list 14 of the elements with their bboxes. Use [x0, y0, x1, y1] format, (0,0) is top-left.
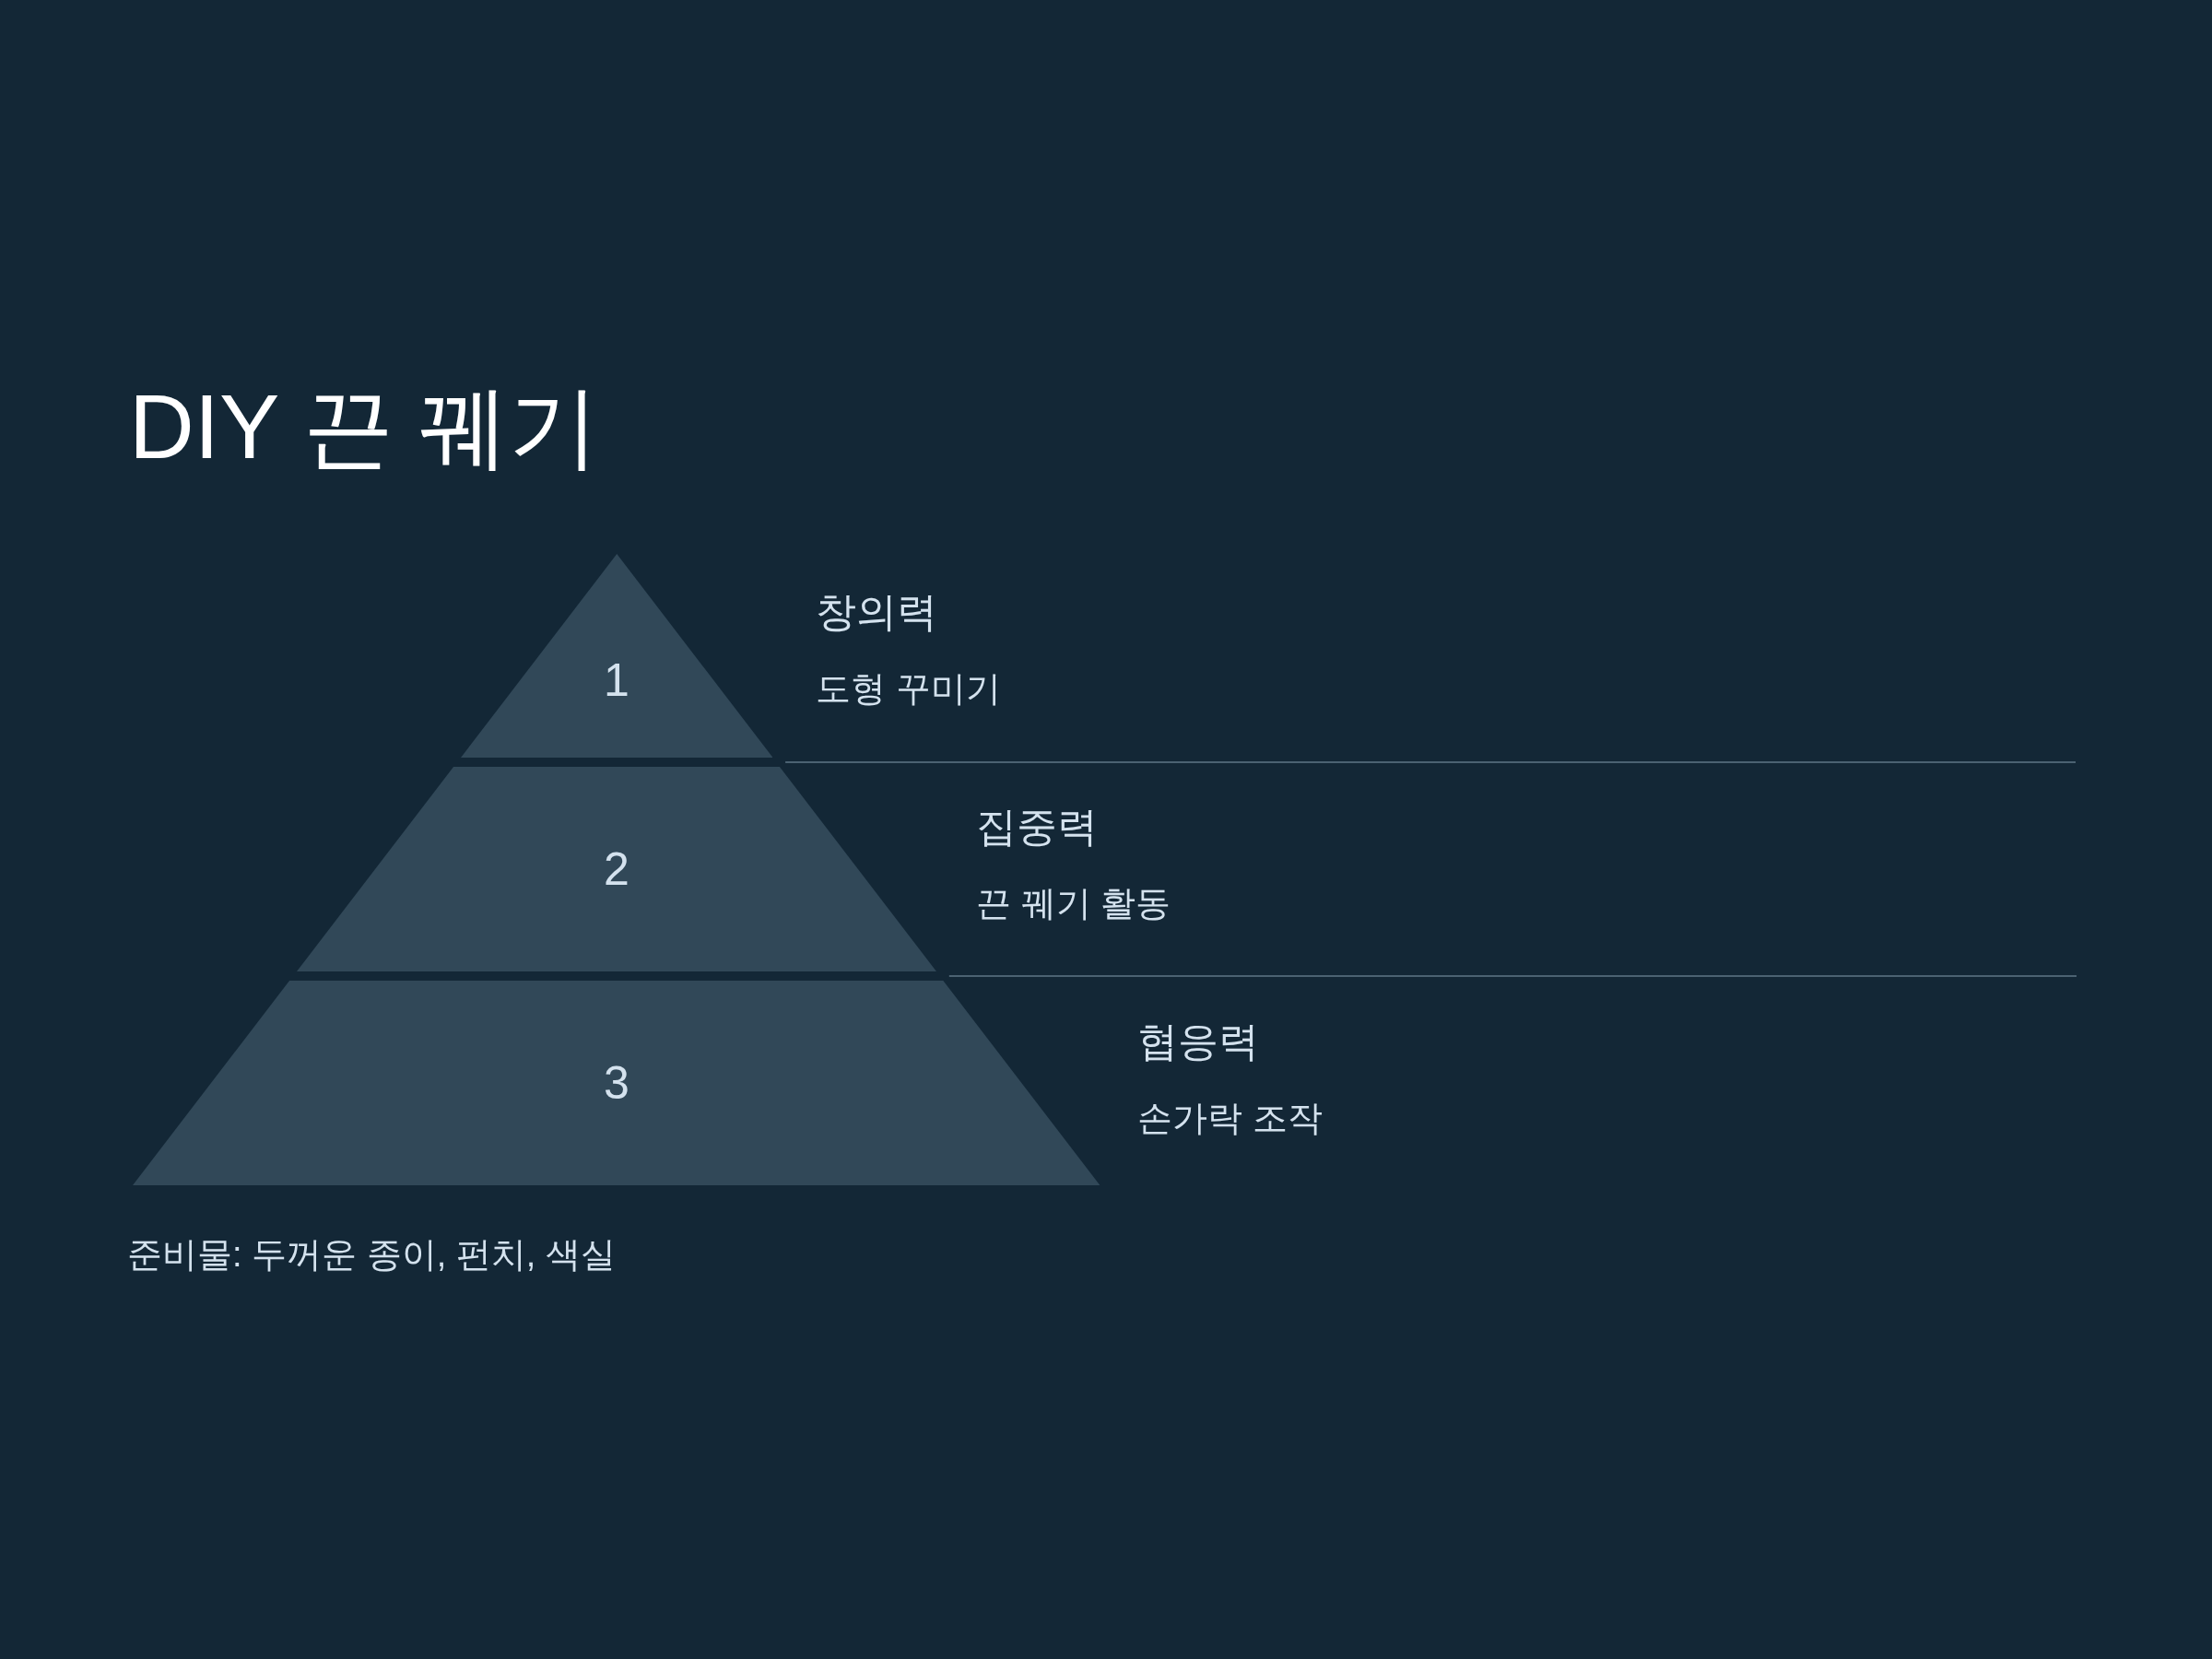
tier-number: 1	[604, 653, 629, 708]
note: 준비물: 두꺼운 종이, 펀치, 색실	[127, 1234, 616, 1277]
tier-description: 도형 꾸미기	[816, 668, 1001, 711]
title: DIY 끈 꿰기	[129, 375, 600, 479]
tier-number: 2	[604, 842, 629, 897]
tier-heading: 창의력	[816, 587, 937, 636]
tier-heading: 집중력	[976, 802, 1098, 851]
pyramid-tier	[297, 767, 936, 971]
tier-number: 3	[604, 1056, 629, 1111]
tier-description: 끈 꿰기 활동	[976, 883, 1171, 925]
pyramid-tier	[460, 554, 773, 758]
tier-description: 손가락 조작	[1137, 1098, 1323, 1140]
pyramid-tier	[133, 981, 1100, 1185]
tier-heading: 협응력	[1137, 1017, 1259, 1065]
